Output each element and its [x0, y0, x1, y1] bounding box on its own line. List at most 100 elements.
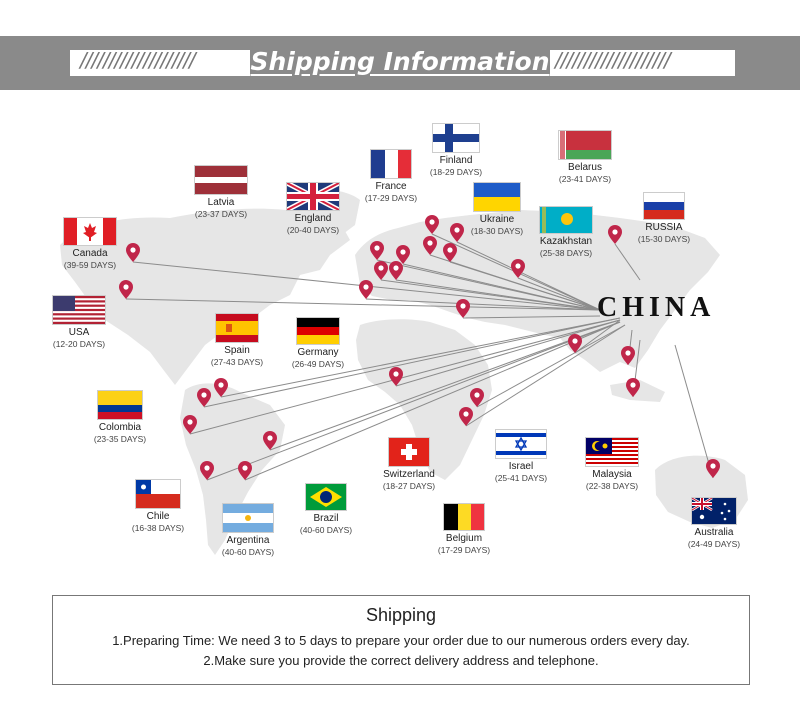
country-days: (18-27 DAYS)	[382, 481, 436, 491]
country-days: (39-59 DAYS)	[63, 260, 117, 270]
country-australia: Australia (24-49 DAYS)	[682, 498, 746, 550]
map-pin-dot	[393, 265, 399, 271]
country-name: Ukraine	[479, 214, 515, 225]
country-name: Finland	[439, 155, 473, 166]
map-pin-dot	[363, 284, 369, 290]
country-days: (27-43 DAYS)	[210, 357, 264, 367]
map-pin-dot	[201, 392, 207, 398]
country-name: RUSSIA	[645, 222, 683, 233]
country-spain: Spain (27-43 DAYS)	[206, 314, 268, 368]
route-belgium	[402, 263, 601, 311]
route-switzerland	[465, 324, 626, 427]
shipping-info-line-2: 2.Make sure you provide the correct deli…	[203, 653, 599, 668]
switzerland-flag-icon	[389, 438, 429, 466]
route-colombia	[220, 317, 621, 398]
country-days: (17-29 DAYS)	[364, 193, 418, 203]
country-days: (18-29 DAYS)	[429, 167, 483, 177]
map-pin-dot	[204, 465, 210, 471]
country-name: Australia	[694, 527, 734, 538]
country-days: (17-29 DAYS)	[437, 545, 491, 555]
belgium-flag-icon	[444, 504, 484, 530]
route-brazil-2	[269, 321, 621, 451]
country-chile: Chile (16-38 DAYS)	[126, 480, 190, 534]
country-latvia: Latvia (23-37 DAYS)	[190, 166, 252, 220]
country-days: (25-41 DAYS)	[494, 473, 548, 483]
page-title: Shipping Information	[250, 42, 550, 82]
map-pin-dot	[393, 371, 399, 377]
shipping-info-box: Shipping 1.Preparing Time: We need 3 to …	[52, 595, 750, 685]
country-days: (25-38 DAYS)	[539, 248, 593, 258]
country-name: Belarus	[568, 162, 602, 173]
country-belgium: Belgium (17-29 DAYS)	[432, 504, 496, 556]
country-days: (12-20 DAYS)	[52, 339, 106, 349]
malaysia-flag-icon	[586, 438, 638, 466]
ukraine-flag-icon	[474, 183, 520, 211]
country-brazil: Brazil (40-60 DAYS)	[294, 484, 358, 536]
country-days: (40-60 DAYS)	[221, 547, 275, 557]
route-ukraine	[449, 261, 601, 311]
country-name: Switzerland	[383, 469, 435, 480]
map-pin-dot	[454, 227, 460, 233]
route-usa	[125, 298, 601, 311]
finland-flag-icon	[433, 124, 479, 152]
country-israel: Israel (25-41 DAYS)	[489, 430, 553, 484]
country-days: (20-40 DAYS)	[286, 225, 340, 235]
belarus-flag-icon	[559, 131, 611, 159]
route-kenya	[476, 324, 626, 408]
country-kazakhstan: Kazakhstan (25-38 DAYS)	[533, 207, 599, 259]
country-name: Chile	[146, 511, 170, 522]
country-days: (24-49 DAYS)	[687, 539, 741, 549]
map-pin-dot	[572, 338, 578, 344]
country-switzerland: Switzerland (18-27 DAYS)	[376, 438, 442, 492]
route-brazil	[189, 319, 621, 435]
country-england: England (20-40 DAYS)	[282, 183, 344, 236]
map-pin-dot	[400, 249, 406, 255]
country-name: Kazakhstan	[539, 236, 593, 247]
kazakhstan-flag-icon	[540, 207, 592, 233]
map-pins	[119, 215, 720, 480]
argentina-flag-icon	[223, 504, 273, 532]
country-days: (16-38 DAYS)	[131, 523, 185, 533]
decorative-slashes-left: ////////////////////	[80, 48, 196, 72]
map-pin-dot	[460, 303, 466, 309]
map-pin-dot	[612, 229, 618, 235]
country-malaysia: Malaysia (22-38 DAYS)	[580, 438, 644, 492]
canada-flag-icon	[64, 218, 116, 245]
south-america-landmass	[180, 383, 285, 555]
china-hub-label: CHINA	[597, 292, 716, 323]
decorative-slashes-right: ////////////////////	[555, 48, 671, 72]
country-name: Israel	[508, 461, 534, 472]
map-pin-dot	[218, 382, 224, 388]
route-colombia-2	[203, 317, 621, 408]
country-usa: USA (12-20 DAYS)	[48, 296, 110, 350]
route-spain	[365, 298, 601, 311]
chile-flag-icon	[136, 480, 180, 508]
route-australia	[674, 344, 714, 479]
route-kazakhstan	[517, 277, 601, 311]
route-argentina	[244, 321, 621, 481]
israel-flag-icon	[496, 430, 546, 458]
map-pin-dot	[242, 465, 248, 471]
country-name: France	[375, 181, 407, 192]
map-pin-dot	[515, 263, 521, 269]
spain-flag-icon	[216, 314, 258, 342]
country-name: Canada	[72, 248, 108, 259]
usa-flag-icon	[53, 296, 105, 324]
map-pin-dot	[267, 435, 273, 441]
brazil-flag-icon	[306, 484, 346, 510]
country-name: England	[294, 213, 332, 224]
map-pin-dot	[130, 247, 136, 253]
country-name: Brazil	[313, 513, 339, 524]
route-germany	[395, 279, 601, 311]
country-canada: Canada (39-59 DAYS)	[58, 218, 122, 271]
shipping-info-title: Shipping	[365, 605, 437, 625]
route-israel	[462, 315, 601, 319]
map-pin-dot	[427, 240, 433, 246]
country-name: Belgium	[445, 533, 483, 544]
russia-flag-icon	[644, 193, 684, 219]
map-pin-dot	[474, 392, 480, 398]
country-days: (23-37 DAYS)	[194, 209, 248, 219]
route-nigeria	[395, 319, 621, 387]
country-name: Germany	[297, 347, 339, 358]
map-pin-dot	[625, 350, 631, 356]
